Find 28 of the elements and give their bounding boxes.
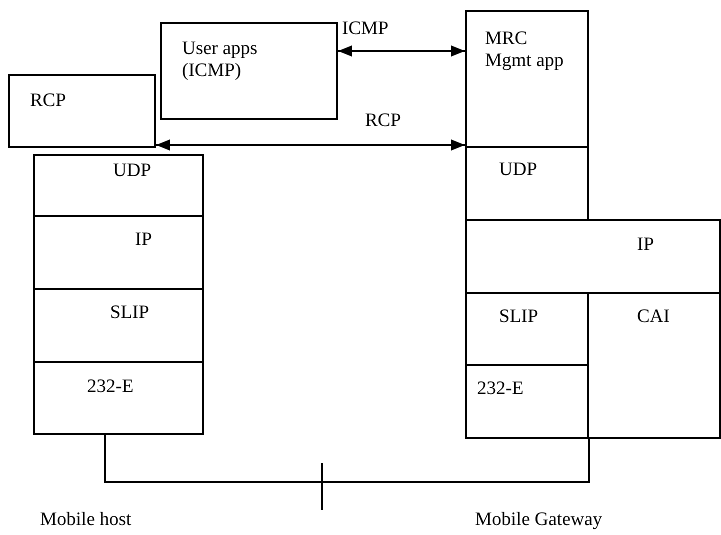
- link-line: [104, 435, 590, 483]
- protocol-layer-box: [33, 361, 204, 435]
- layer-label: UDP: [113, 160, 152, 182]
- application-layer-box: [465, 10, 589, 148]
- layer-label: 232-E: [477, 378, 524, 400]
- protocol-layer-box: [33, 154, 204, 217]
- protocol-layer-box: [465, 364, 589, 439]
- protocol-layer-box: [33, 215, 204, 290]
- protocol-layer-box: [33, 288, 204, 363]
- protocol-layer-box: [8, 74, 156, 148]
- layer-label: CAI: [637, 306, 671, 328]
- layer-label: MRC Mgmt app: [485, 28, 565, 72]
- application-layer-box: [160, 22, 338, 120]
- layer-label: IP: [637, 234, 655, 256]
- layer-label: SLIP: [110, 302, 150, 324]
- layer-label: SLIP: [499, 306, 540, 328]
- caption-label: Mobile host: [40, 509, 132, 531]
- layer-label: RCP: [30, 90, 67, 112]
- protocol-layer-box: [465, 146, 589, 221]
- arrow: [338, 45, 465, 57]
- layer-label: User apps (ICMP): [182, 38, 258, 82]
- protocol-layer-box: [587, 292, 721, 439]
- caption-label: Mobile Gateway: [475, 509, 602, 531]
- layer-label: 232-E: [87, 376, 134, 398]
- protocol-layer-box: [465, 219, 721, 294]
- layer-label: UDP: [499, 159, 538, 181]
- arrow: [156, 139, 465, 151]
- layer-label: IP: [135, 229, 153, 251]
